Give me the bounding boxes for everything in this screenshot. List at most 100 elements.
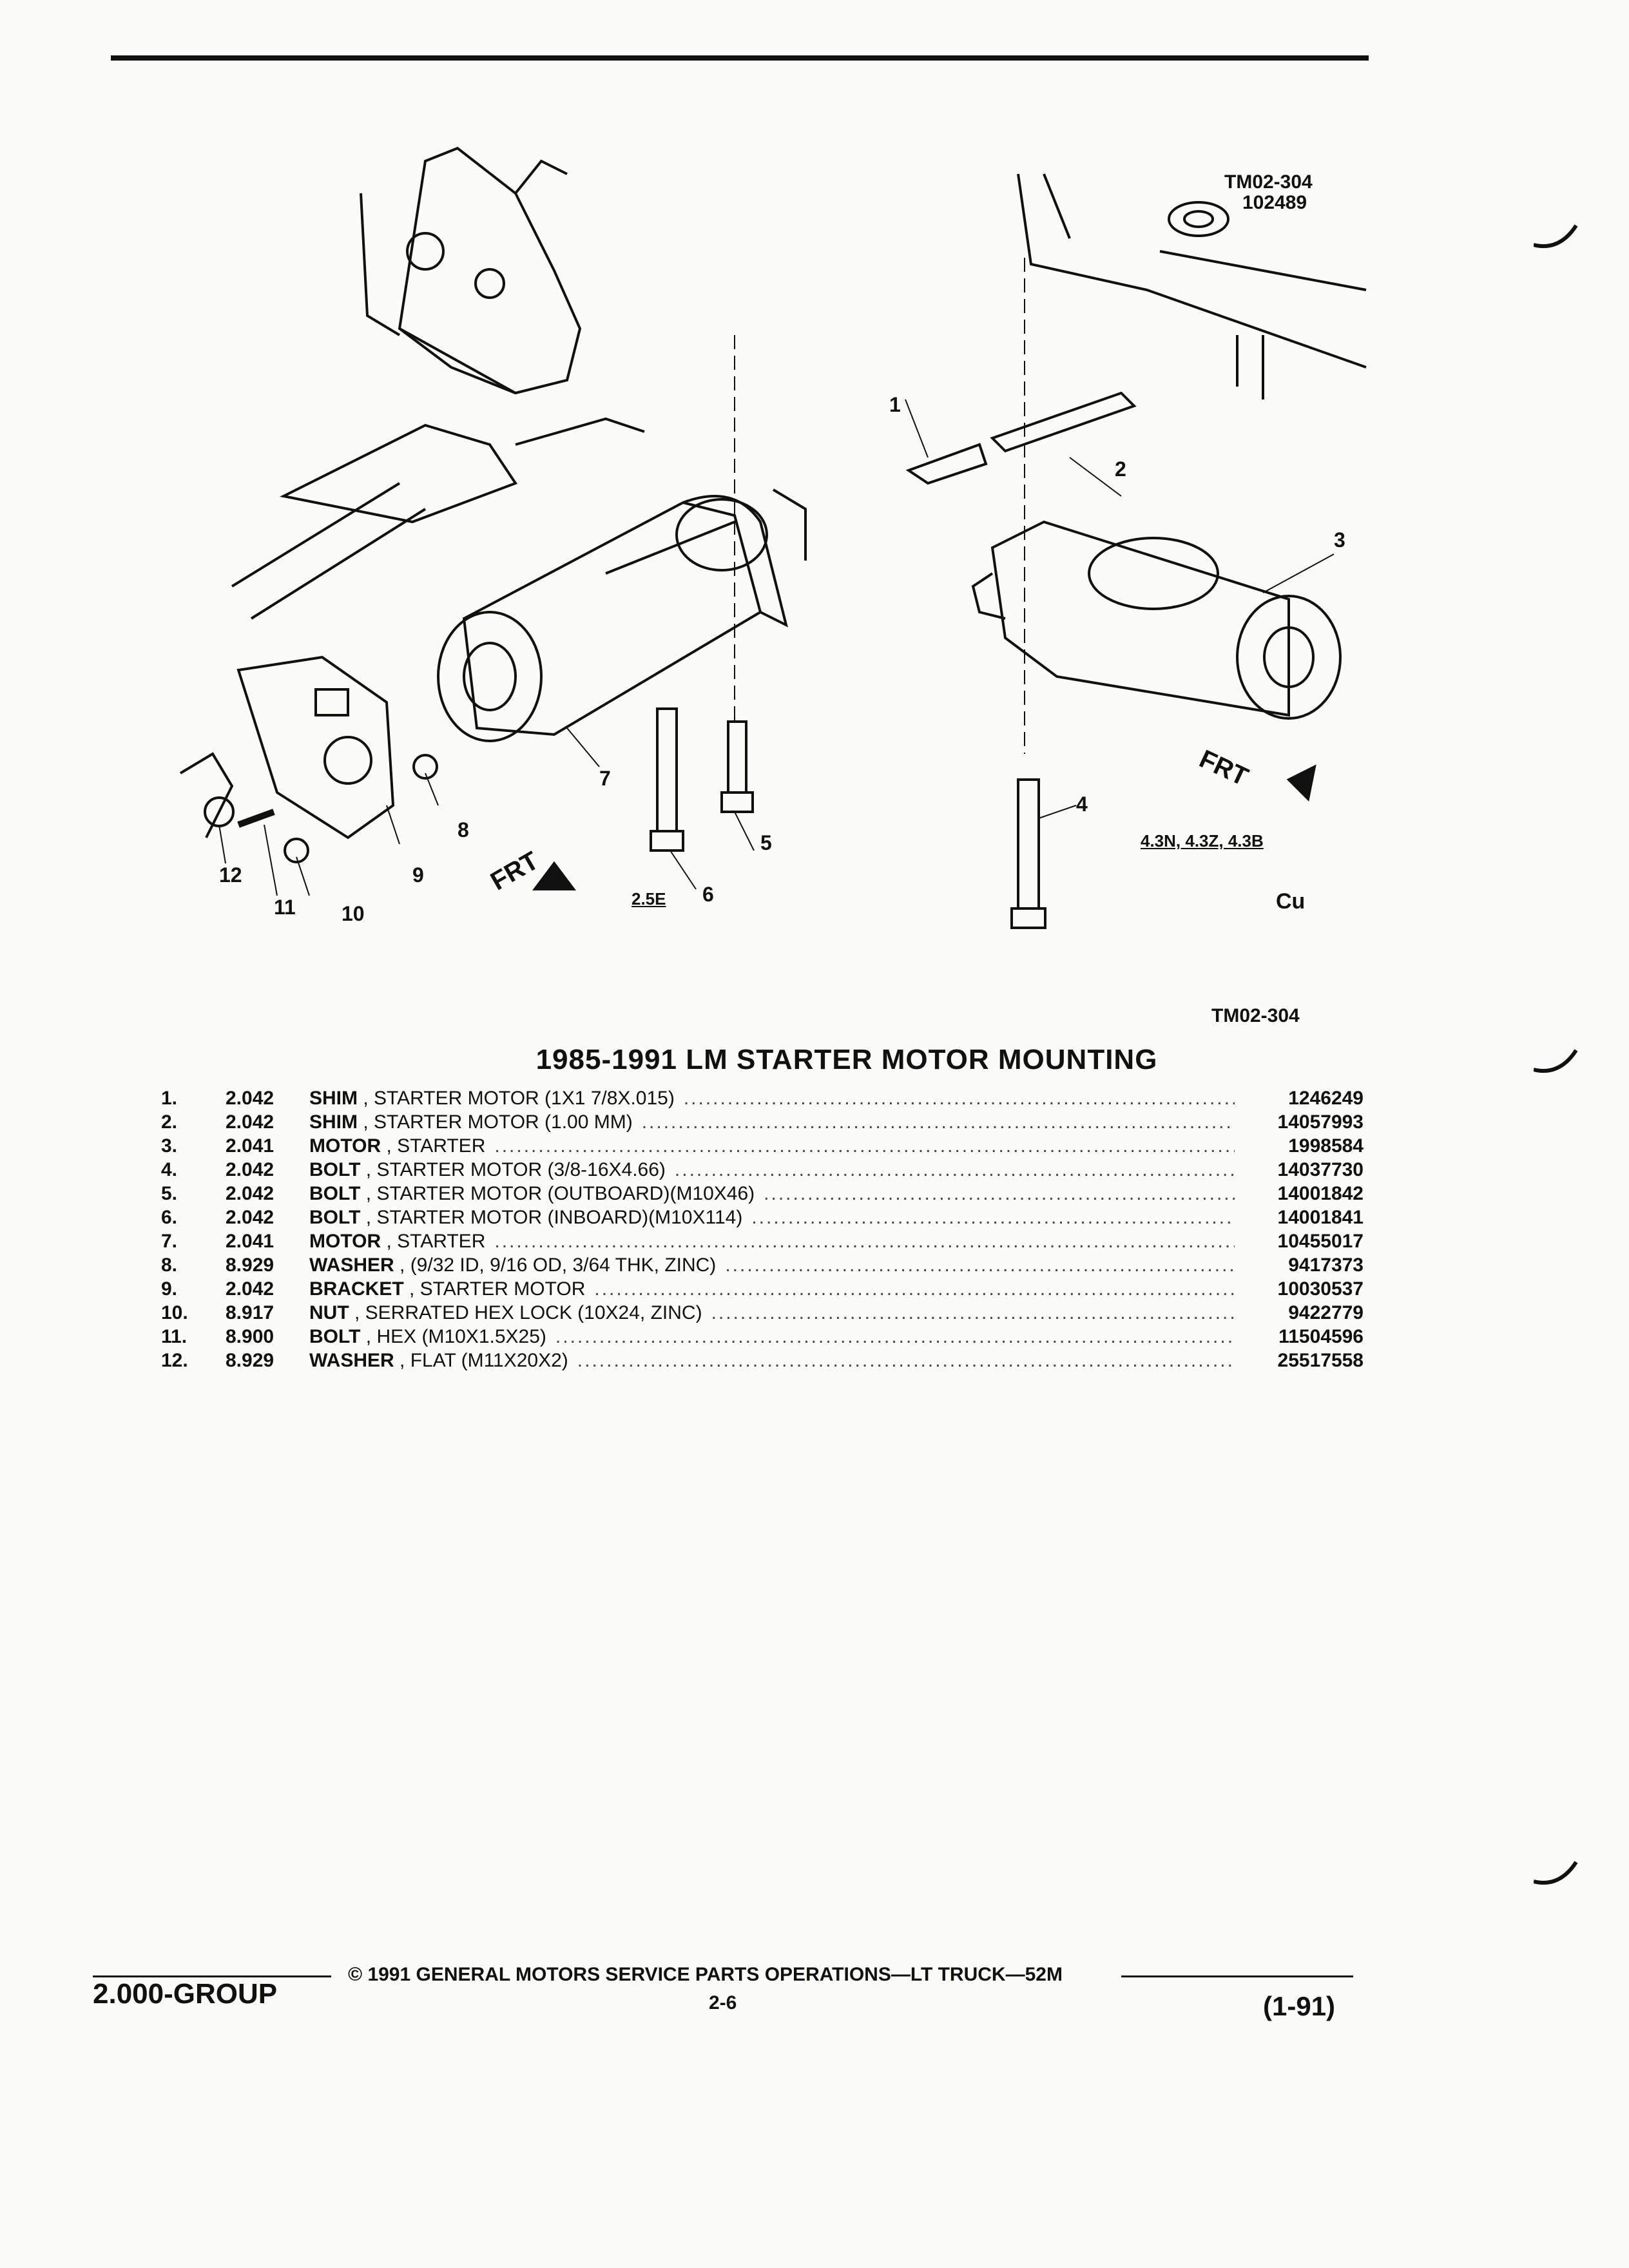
callout-1: 1 <box>889 393 901 416</box>
part-item-number: 11. <box>161 1326 188 1347</box>
part-number: 11504596 <box>1278 1326 1364 1347</box>
bolts-left <box>650 335 754 852</box>
part-name: SHIM <box>309 1111 358 1133</box>
figure-code-top: TM02-304 <box>1224 171 1313 193</box>
part-item-number: 5. <box>161 1183 178 1204</box>
part-item-number: 12. <box>161 1350 188 1371</box>
part-number: 10455017 <box>1277 1231 1364 1252</box>
footer-date: (1-91) <box>1263 1991 1336 2021</box>
parts-row: 5. 2.042 BOLT , STARTER MOTOR (OUTBOARD)(M… <box>161 1183 1364 1207</box>
leader-dots: ........................................… <box>494 1135 1235 1157</box>
part-description: , STARTER MOTOR (INBOARD)(M10X114) <box>360 1207 743 1228</box>
callout-3: 3 <box>1334 528 1345 552</box>
part-item-number: 3. <box>161 1135 178 1157</box>
part-description: , STARTER MOTOR (3/8-16X4.66) <box>360 1159 666 1180</box>
part-item-number: 2. <box>161 1111 178 1133</box>
exploded-parts-diagram: TM02-304 102489 1 2 3 4 5 6 7 8 9 10 11 … <box>155 122 1392 1026</box>
engine-block-right <box>1017 173 1367 399</box>
part-group-code: 2.042 <box>226 1088 275 1109</box>
part-description: , STARTER MOTOR <box>403 1278 586 1300</box>
engine-block-left <box>231 146 645 620</box>
starter-motor-right <box>971 520 1342 720</box>
part-name: MOTOR <box>309 1135 381 1157</box>
callout-10: 10 <box>342 902 365 925</box>
part-item-number: 8. <box>161 1254 178 1276</box>
figure-code-bottom: TM02-304 <box>1211 1005 1300 1026</box>
part-number: 9417373 <box>1288 1254 1364 1276</box>
callout-7: 7 <box>599 767 611 790</box>
part-group-code: 2.042 <box>226 1111 275 1133</box>
callout-5: 5 <box>760 831 772 854</box>
leader-dots: ........................................… <box>555 1326 1235 1347</box>
symbol-mark: Cu <box>1276 889 1306 914</box>
callout-8: 8 <box>458 818 469 841</box>
part-group-code: 2.042 <box>226 1278 275 1300</box>
part-group-code: 2.042 <box>226 1159 275 1180</box>
part-group-code: 8.917 <box>226 1302 275 1323</box>
bolt-right <box>1010 778 1046 929</box>
part-item-number: 10. <box>161 1302 188 1323</box>
engine-label-left: 2.5E <box>631 889 666 908</box>
part-name: BOLT <box>309 1183 361 1204</box>
parts-row: 4. 2.042 BOLT , STARTER MOTOR (3/8-16X4.66… <box>161 1159 1364 1183</box>
part-description: , STARTER MOTOR (1X1 7/8X.015) <box>358 1088 675 1109</box>
bracket-left <box>179 655 438 863</box>
part-name: MOTOR <box>309 1231 381 1252</box>
part-name: WASHER <box>309 1350 394 1371</box>
part-number: 25517558 <box>1277 1350 1364 1371</box>
figure-date-code: 102489 <box>1242 192 1307 213</box>
part-number: 9422779 <box>1288 1302 1364 1323</box>
front-arrow-left <box>532 861 576 890</box>
part-name: BOLT <box>309 1159 361 1180</box>
callout-11: 11 <box>274 896 296 919</box>
leader-dots: ........................................… <box>683 1088 1235 1109</box>
part-item-number: 9. <box>161 1278 178 1300</box>
binder-mark-3 <box>1534 1861 1578 1885</box>
part-group-code: 2.042 <box>226 1207 275 1228</box>
part-description: , STARTER MOTOR (OUTBOARD)(M10X46) <box>360 1183 755 1204</box>
part-item-number: 4. <box>161 1159 178 1180</box>
part-group-code: 2.042 <box>226 1183 275 1204</box>
part-description: , HEX (M10X1.5X25) <box>360 1326 546 1347</box>
leader-dots: ........................................… <box>674 1159 1235 1180</box>
leader-dots: ........................................… <box>751 1207 1235 1228</box>
footer-copyright: © 1991 GENERAL MOTORS SERVICE PARTS OPER… <box>348 1964 1063 1985</box>
part-name: SHIM <box>309 1088 358 1109</box>
part-item-number: 6. <box>161 1207 178 1228</box>
footer-group-label: 2.000-GROUP <box>93 1978 278 2010</box>
footer-rule-left <box>93 1975 331 1977</box>
part-name: BRACKET <box>309 1278 404 1300</box>
part-number: 1246249 <box>1288 1088 1364 1109</box>
callout-9: 9 <box>412 863 424 887</box>
diagram-drawing <box>179 146 1367 929</box>
callout-2: 2 <box>1115 457 1126 481</box>
leader-dots: ........................................… <box>494 1231 1235 1252</box>
leader-dots: ........................................… <box>641 1111 1235 1133</box>
leader-dots: ........................................… <box>577 1350 1235 1371</box>
front-arrow-right <box>1286 764 1316 802</box>
part-description: , FLAT (M11X20X2) <box>394 1350 568 1371</box>
leader-dots: ........................................… <box>711 1302 1235 1323</box>
shims-right <box>905 258 1137 754</box>
part-name: NUT <box>309 1302 349 1323</box>
engine-label-right: 4.3N, 4.3Z, 4.3B <box>1141 831 1264 850</box>
part-name: WASHER <box>309 1254 394 1276</box>
top-rule <box>111 55 1369 61</box>
part-number: 10030537 <box>1277 1278 1364 1300</box>
leader-dots: ........................................… <box>764 1183 1235 1204</box>
part-description: , STARTER <box>381 1231 486 1252</box>
part-group-code: 8.929 <box>226 1254 275 1276</box>
part-description: , STARTER <box>381 1135 486 1157</box>
part-number: 14001841 <box>1277 1207 1364 1228</box>
starter-motor-left <box>437 488 807 742</box>
